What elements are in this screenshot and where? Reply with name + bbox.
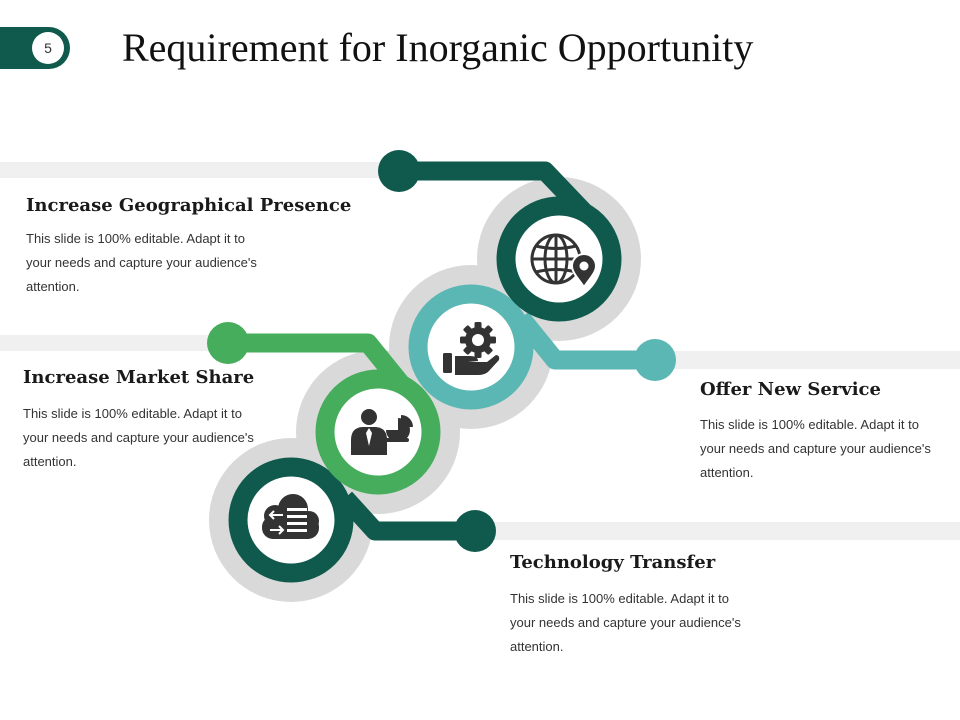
heading-geographical: Increase Geographical Presence xyxy=(26,195,352,216)
description-technology: This slide is 100% editable. Adapt it to… xyxy=(510,591,741,654)
businessman-chart-icon xyxy=(351,409,413,455)
description-new-service: This slide is 100% editable. Adapt it to… xyxy=(700,417,931,480)
description-market-share: This slide is 100% editable. Adapt it to… xyxy=(23,406,254,469)
page-number: 5 xyxy=(32,32,64,64)
band-new-service xyxy=(655,351,960,369)
geographical-connector-dot xyxy=(378,150,420,192)
description-geographical: This slide is 100% editable. Adapt it to… xyxy=(26,231,257,294)
slide-title: Requirement for Inorganic Opportunity xyxy=(122,25,754,70)
market-share-connector-dot xyxy=(207,322,249,364)
cloud-transfer-icon xyxy=(262,494,319,539)
technology-connector-dot xyxy=(454,510,496,552)
heading-technology: Technology Transfer xyxy=(510,552,716,573)
node-market-share xyxy=(207,322,441,495)
globe-location-icon xyxy=(530,233,598,289)
heading-new-service: Offer New Service xyxy=(700,379,881,400)
new-service-connector-dot xyxy=(634,339,676,381)
heading-market-share: Increase Market Share xyxy=(23,367,255,388)
hand-gear-icon xyxy=(443,322,500,375)
band-technology xyxy=(480,522,960,540)
